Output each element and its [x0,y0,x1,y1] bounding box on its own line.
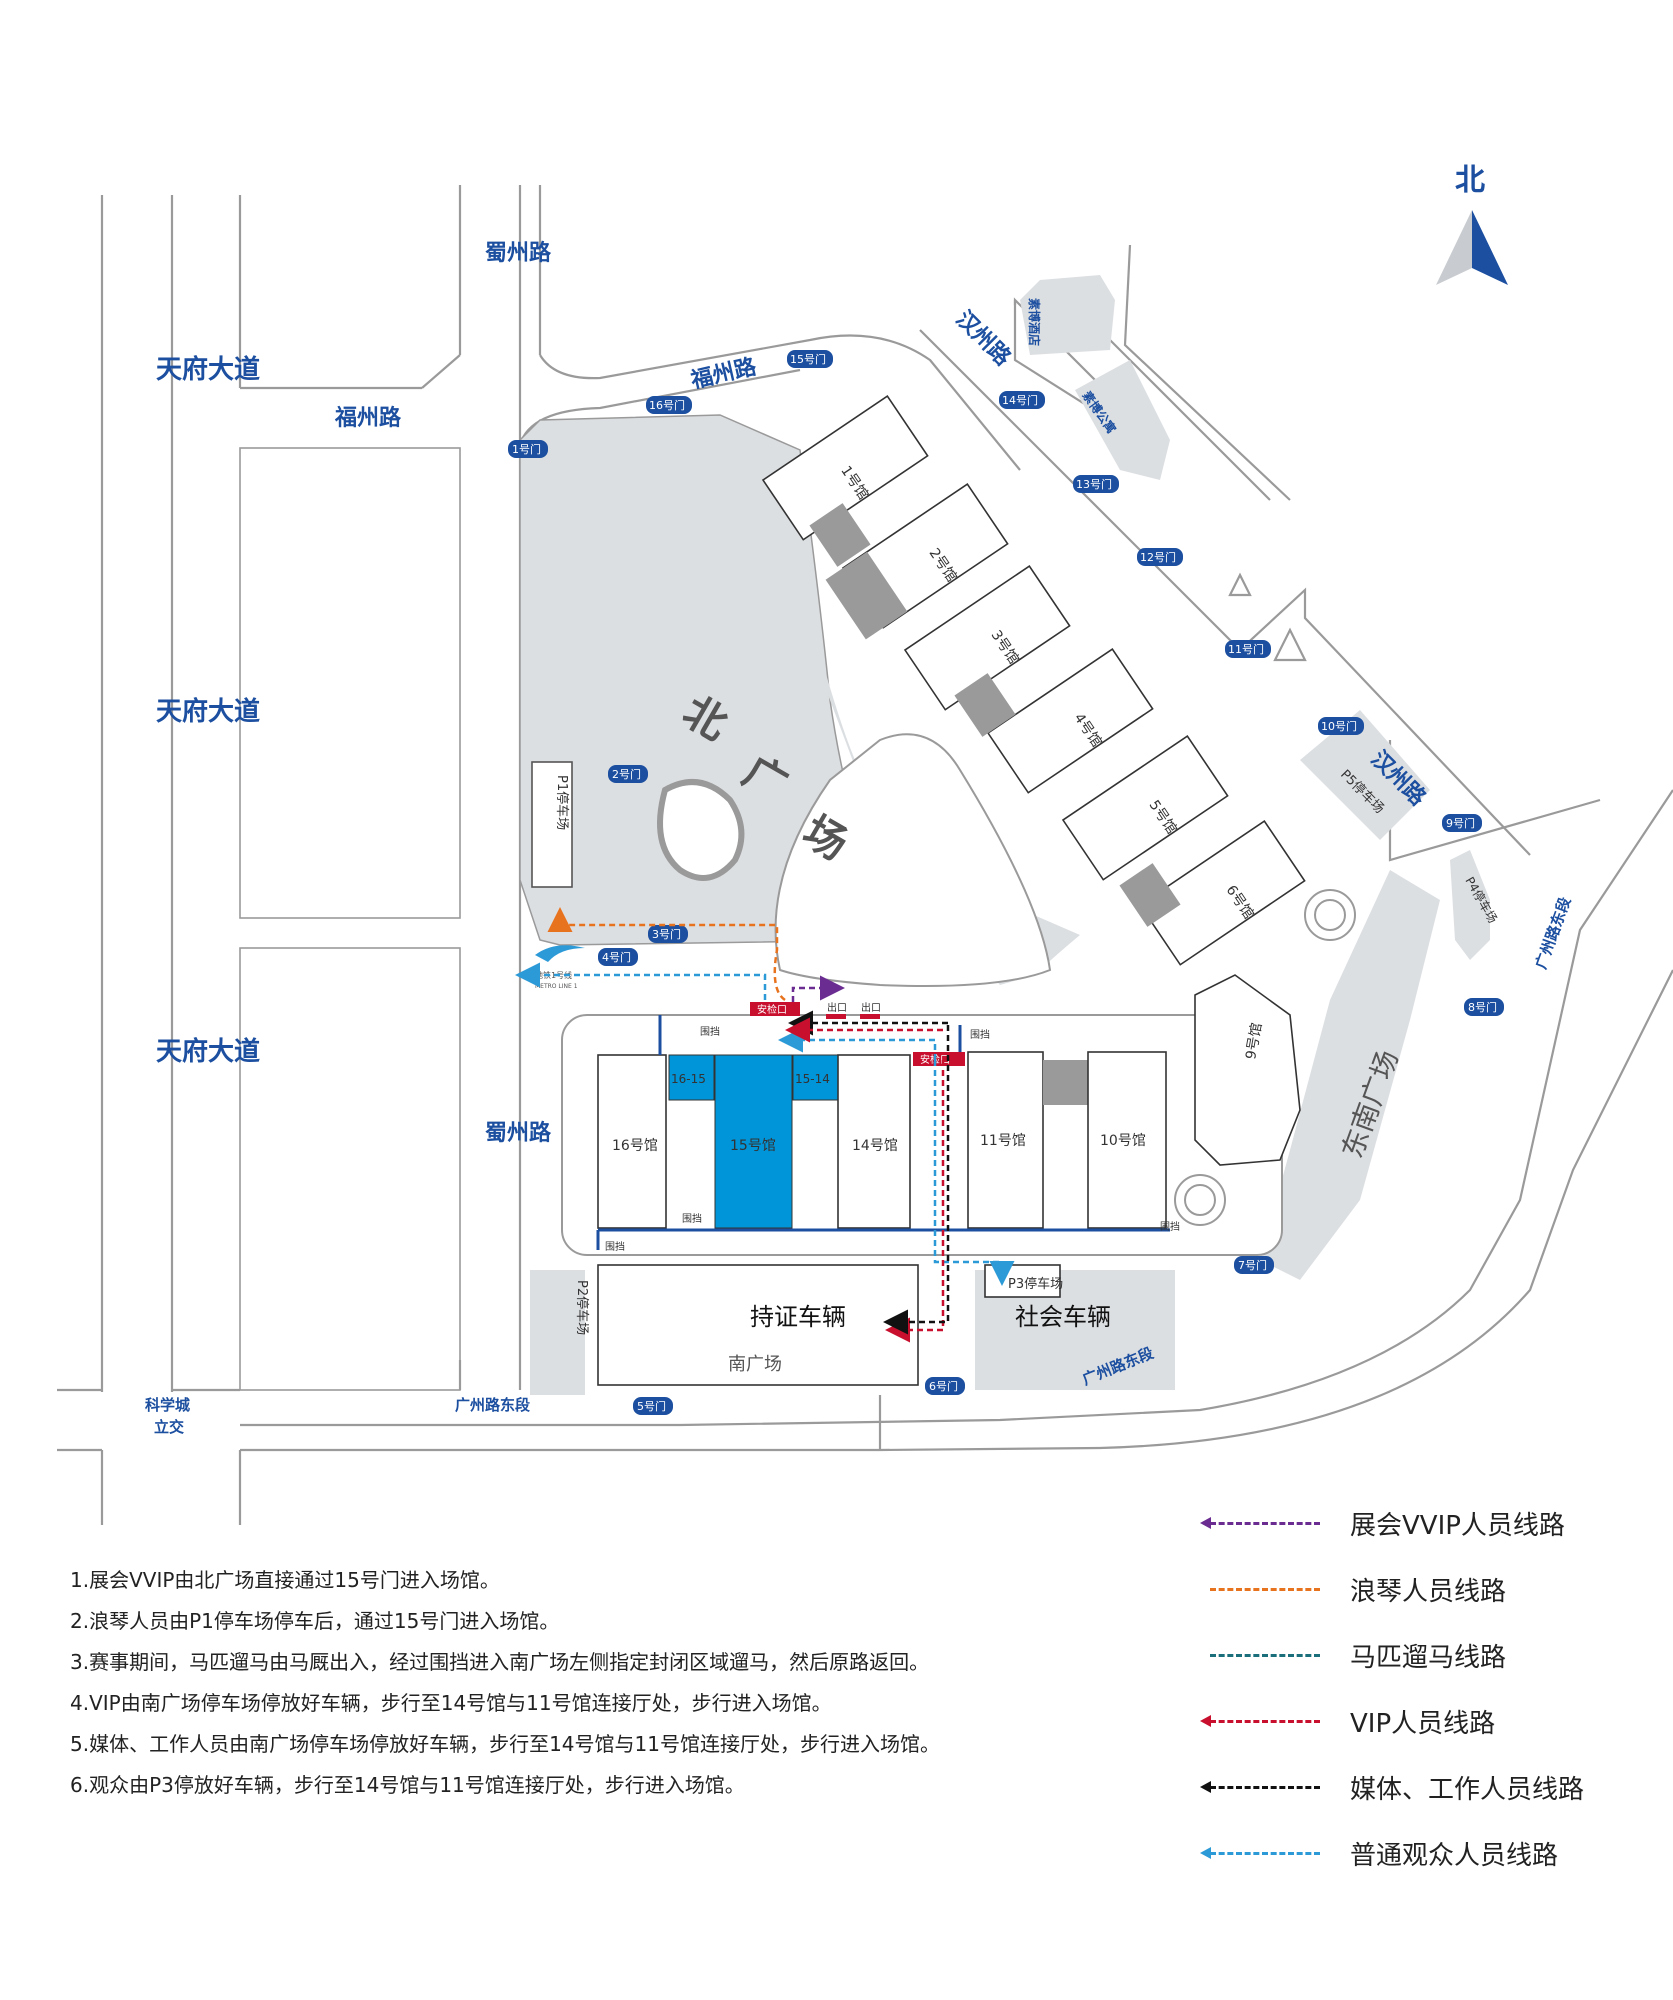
legend-label-longines: 浪琴人员线路 [1350,1576,1507,1607]
note-1: 1.展会VVIP由北广场直接通过15号门进入场馆。 [70,1568,500,1592]
gate-5: 5号门 [637,1399,666,1413]
legend-line-media [1200,1780,1320,1793]
legend-label-media: 媒体、工作人员线路 [1350,1774,1585,1805]
tianfu-label-3: 天府大道 [156,1036,260,1067]
shuzhou-label-2: 蜀州路 [485,1120,552,1146]
note-4: 4.VIP由南广场停车场停放好车辆，步行至14号馆与11号馆连接厅处，步行进入场… [70,1691,832,1715]
legend-item-longines: 浪琴人员线路 [1210,1556,1650,1622]
gate-14: 14号门 [1002,393,1038,407]
gate-3: 3号门 [652,927,681,941]
legend-item-audience: 普通观众人员线路 [1200,1820,1650,1886]
note-5: 5.媒体、工作人员由南广场停车场停放好车辆，步行至14号馆与11号馆连接厅处，步… [70,1732,940,1756]
legend-label-horse: 马匹遛马线路 [1350,1642,1507,1673]
fence-label-2: 围挡 [682,1212,702,1225]
fence-label-4: 围挡 [970,1028,990,1041]
gate-markers: 1号门 2号门 3号门 4号门 5号门 6号门 7号门 8号门 9号门 10号门… [508,350,1504,1415]
p1-label: P1停车场 [554,775,570,830]
route-vvip [791,975,845,1002]
legend-item-vvip: 展会VVIP人员线路 [1200,1490,1650,1556]
hall-14-label: 14号馆 [852,1138,898,1154]
social-vehicles-label: 社会车辆 [1015,1303,1111,1331]
gate-1: 1号门 [512,442,541,456]
route-audience-1 [515,962,767,1000]
legend-label-vip: VIP人员线路 [1350,1708,1496,1739]
legend-item-media: 媒体、工作人员线路 [1200,1754,1650,1820]
gate-12: 12号门 [1140,550,1176,564]
gate-7: 7号门 [1238,1258,1267,1272]
note-3: 3.赛事期间，马匹遛马由马厩出入，经过围挡进入南广场左侧指定封闭区域遛马，然后原… [70,1650,930,1674]
fence-label-3: 围挡 [605,1240,625,1253]
legend-label-audience: 普通观众人员线路 [1350,1840,1559,1871]
kexuecheng-label-2: 立交 [154,1418,184,1436]
gate-11: 11号门 [1228,642,1264,656]
routes [515,907,1015,1343]
gate-10: 10号门 [1321,719,1357,733]
legend-item-horse: 马匹遛马线路 [1210,1622,1650,1688]
gate-4: 4号门 [602,950,631,964]
hanzhou-label-1: 汉州路 [951,306,1017,372]
halls-north: 1号馆 2号馆 3号馆 4号馆 5号馆 6号馆 [761,395,1306,966]
tianfu-label-2: 天府大道 [156,696,260,727]
gate-16: 16号门 [649,398,685,412]
halls-south: 16号馆 16-15 15号馆 15-14 14号馆 11号馆 10号馆 围挡 … [596,1015,1180,1253]
hall-9-label: 9号馆 [1243,1022,1265,1061]
p2-label: P2停车场 [574,1280,590,1335]
fence-label-5: 围挡 [1160,1220,1180,1233]
legend-line-horse [1210,1653,1320,1657]
fence-label-1: 围挡 [700,1025,720,1038]
tianfu-label-1: 天府大道 [156,354,260,385]
note-6: 6.观众由P3停放好车辆，步行至14号馆与11号馆连接厅处，步行进入场馆。 [70,1773,745,1797]
checkpoints: 安检口 安检口 出口 出口 [750,1001,965,1066]
metro-cn-label: 地铁1号线 [535,970,572,980]
hall-11-label: 11号馆 [980,1133,1026,1149]
road-network [57,185,1673,1525]
gate-13: 13号门 [1076,477,1112,491]
hall-16-label: 16号馆 [612,1138,658,1154]
metro-logo: 地铁1号线 METRO LINE 1 [535,945,585,990]
legend-item-vip: VIP人员线路 [1200,1688,1650,1754]
exit-2: 出口 [861,1001,881,1014]
route-notes: 1.展会VVIP由北广场直接通过15号门进入场馆。 2.浪琴人员由P1停车场停车… [70,1560,1200,1806]
kexuecheng-label-1: 科学城 [145,1396,190,1414]
hall-10-label: 10号馆 [1100,1133,1146,1149]
route-legend: 展会VVIP人员线路 浪琴人员线路 马匹遛马线路 VIP人员线路 媒体、工作人员… [1200,1490,1650,1886]
gate-8: 8号门 [1468,1000,1497,1014]
north-compass: 北 [1436,163,1508,285]
hall-9-shape [1194,974,1301,1166]
hall-16-15-label: 16-15 [671,1072,706,1086]
guangzhou-label-3: 广州路东段 [455,1396,530,1414]
south-plaza-label: 南广场 [728,1354,782,1375]
legend-line-vvip [1200,1516,1320,1529]
legend-line-audience [1200,1846,1320,1859]
compass-label: 北 [1455,163,1485,198]
route-audience-2 [778,1027,937,1060]
hall-15-label: 15号馆 [730,1138,776,1154]
hotel-top-label: 素博酒店 [1027,298,1042,346]
security-check-1: 安检口 [757,1003,787,1016]
hall-15-14-label: 15-14 [795,1072,830,1086]
gate-15: 15号门 [790,352,826,366]
fuzhou-label-1: 福州路 [334,405,402,431]
gate-2: 2号门 [612,767,641,781]
legend-line-longines [1210,1587,1320,1591]
legend-line-vip [1200,1714,1320,1727]
metro-en-label: METRO LINE 1 [535,983,578,990]
route-longines [547,907,786,1002]
shuzhou-label-1: 蜀州路 [485,240,552,266]
guangzhou-label-1: 广州路东段 [1532,895,1575,972]
certified-vehicles-label: 持证车辆 [750,1303,846,1331]
note-2: 2.浪琴人员由P1停车场停车后，通过15号门进入场馆。 [70,1609,560,1633]
route-audience-3 [933,1060,1015,1286]
gate-6: 6号门 [929,1379,958,1393]
exit-1: 出口 [827,1001,847,1014]
gate-9: 9号门 [1446,816,1475,830]
legend-label-vvip: 展会VVIP人员线路 [1350,1510,1565,1541]
p3-label: P3停车场 [1008,1276,1063,1292]
